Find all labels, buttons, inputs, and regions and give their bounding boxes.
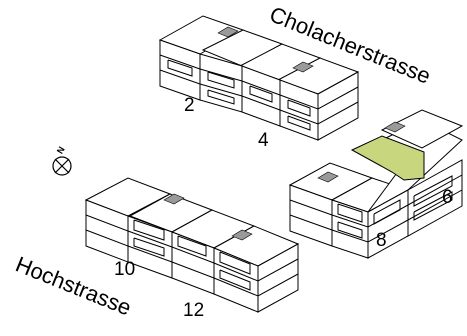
building-number-4: 4 — [258, 130, 269, 151]
selected-apartment-highlight[interactable] — [350, 135, 425, 181]
building-block-10-12[interactable] — [84, 177, 300, 313]
building-number-10: 10 — [114, 259, 135, 280]
north-label: N — [55, 145, 67, 156]
building-block-2-4[interactable] — [158, 15, 360, 141]
building-block-6-8[interactable] — [288, 109, 464, 259]
building-number-6: 6 — [442, 187, 453, 208]
compass-rose: N — [52, 145, 72, 176]
building-number-12: 12 — [183, 300, 204, 321]
building-number-2: 2 — [184, 95, 195, 116]
building-number-8: 8 — [376, 230, 387, 251]
